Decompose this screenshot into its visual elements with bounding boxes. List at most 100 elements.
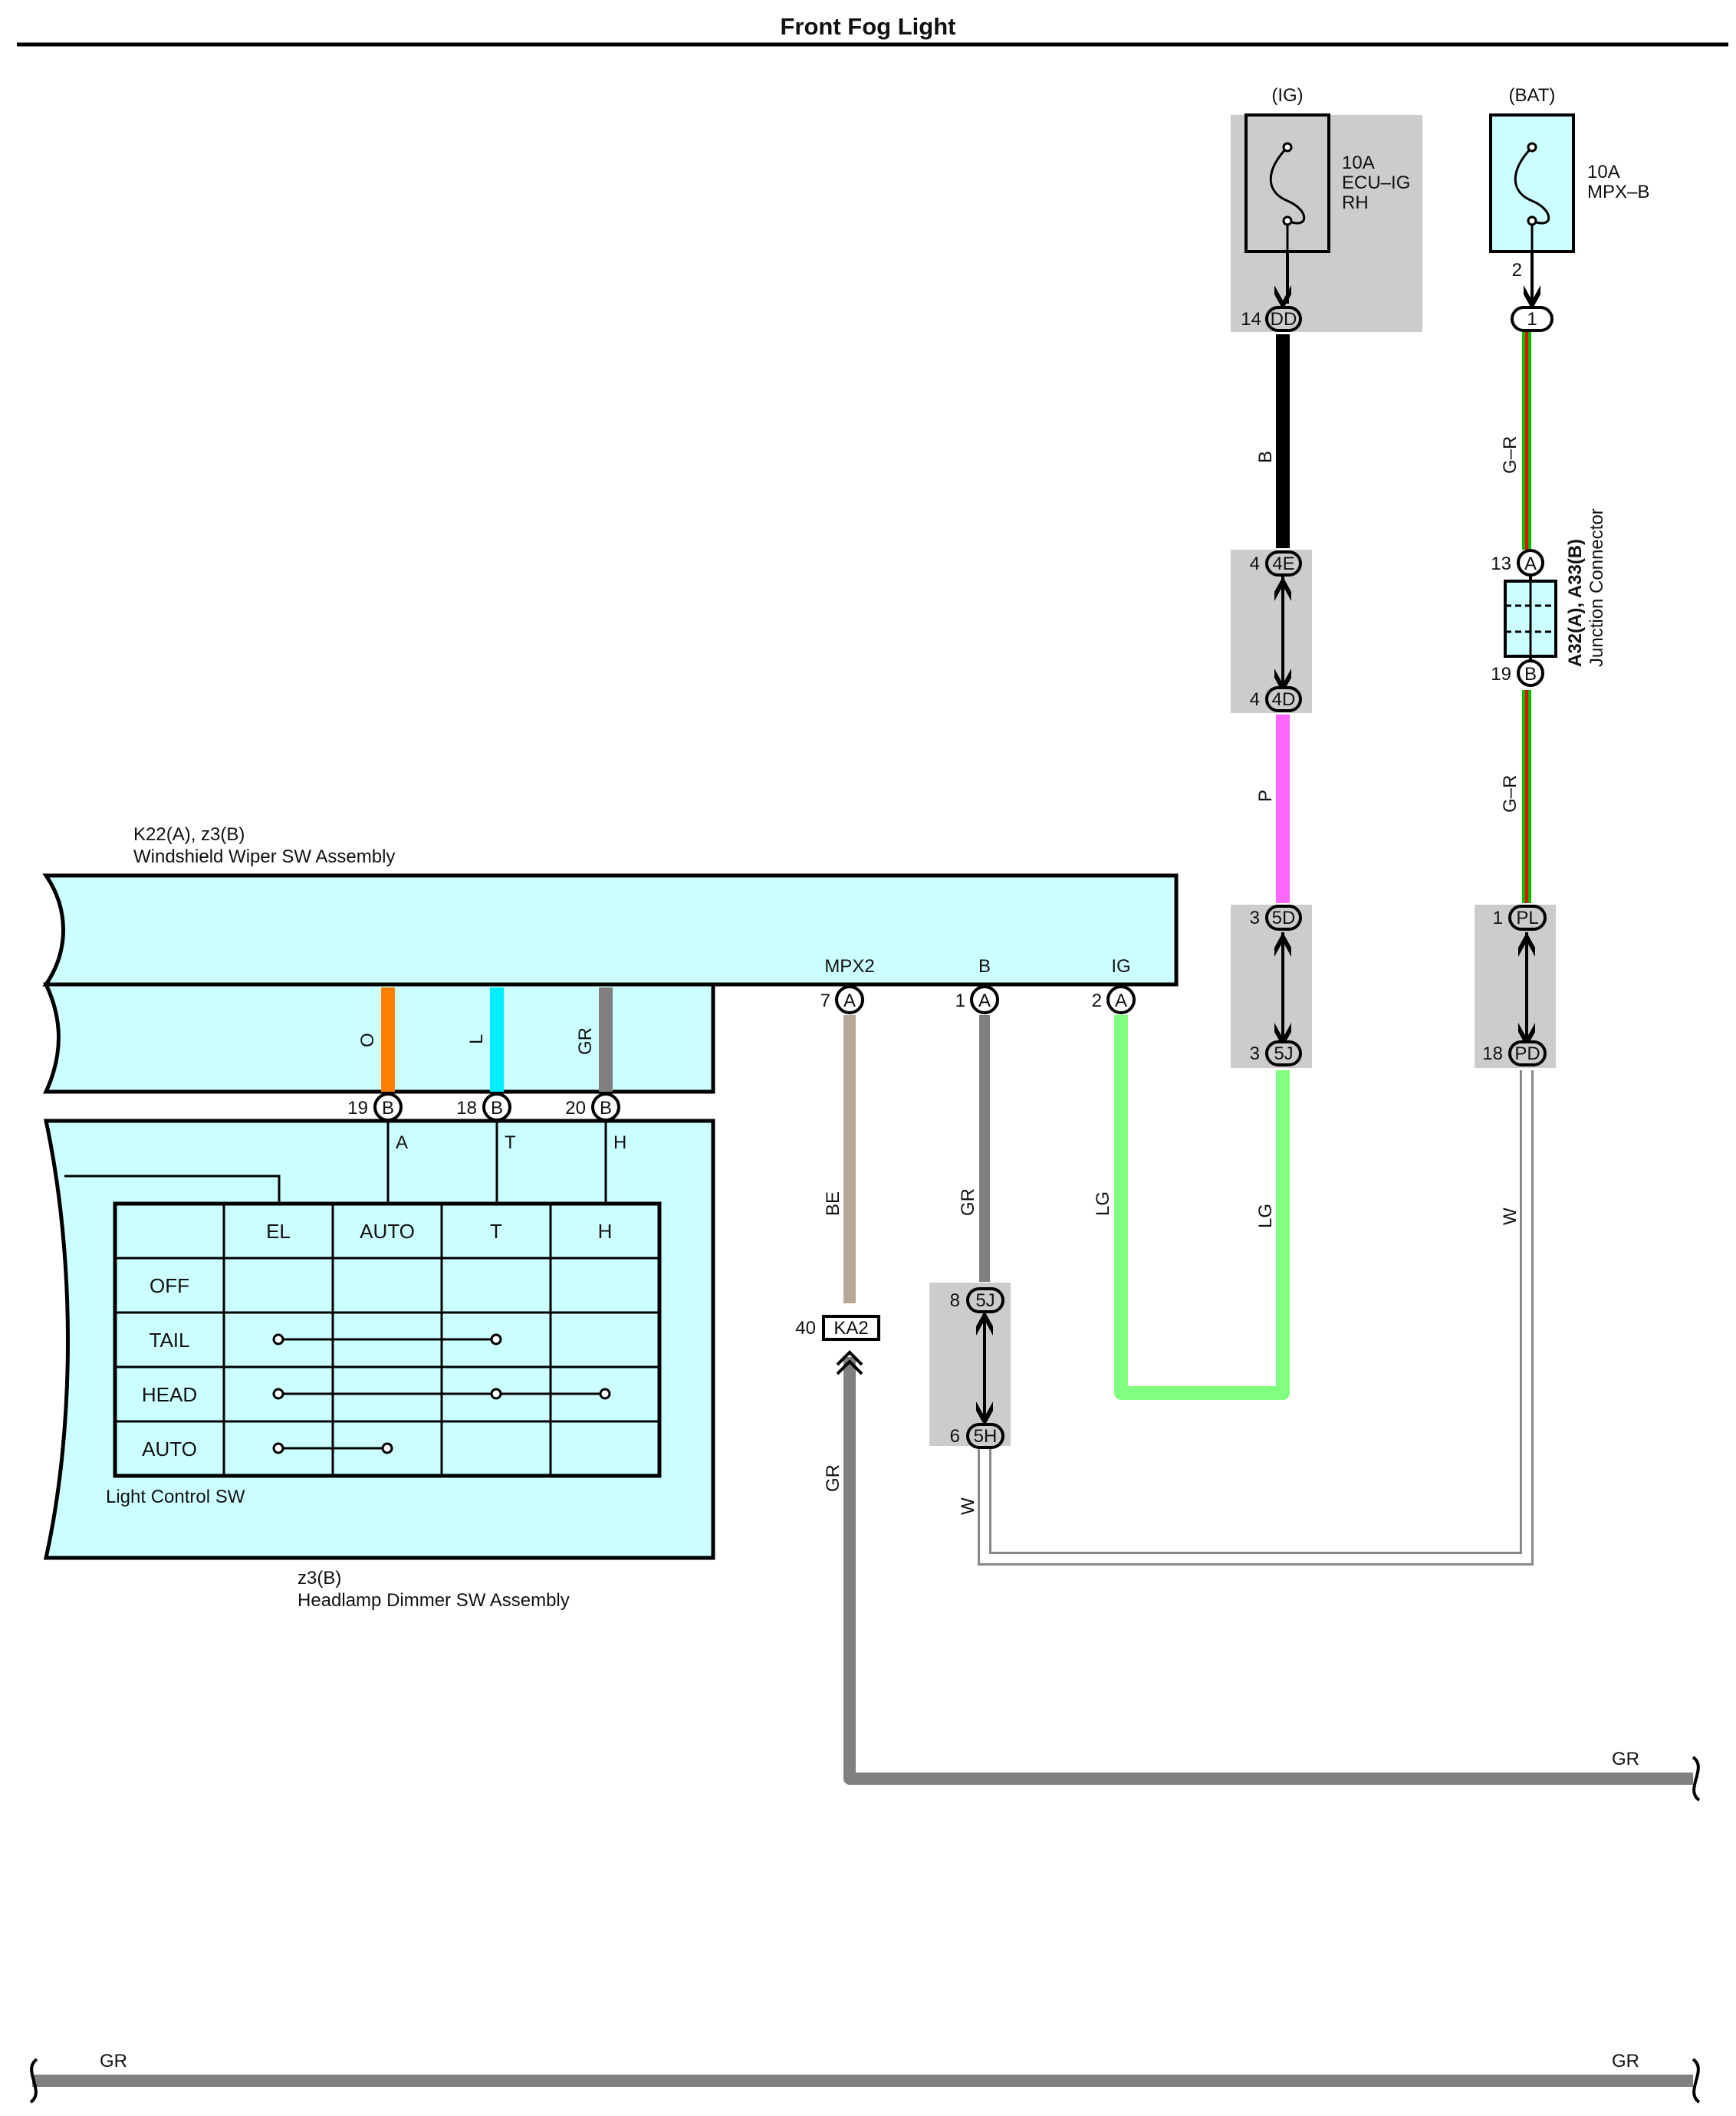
dimmer-leads	[64, 1120, 607, 1204]
fuse-ig-rating: 10A	[1342, 153, 1375, 173]
svg-text:1: 1	[1527, 309, 1537, 330]
fuse-bat-source: (BAT)	[1509, 85, 1556, 106]
switch-col-t: T	[490, 1220, 502, 1243]
wire-gray-gr-ka2	[843, 1357, 1693, 1785]
connector-ig-a: A	[1106, 985, 1136, 1014]
shade-4e-4d	[1231, 550, 1312, 713]
dimmer-terminal-t: T	[505, 1132, 516, 1153]
dimmer-terminal-h: H	[613, 1132, 626, 1153]
label-wire-gr-mid: G–R	[1500, 775, 1521, 813]
connector-1: 1	[1511, 306, 1554, 332]
switch-row-auto: AUTO	[142, 1438, 197, 1460]
junction-name: A32(A), A33(B)	[1565, 539, 1586, 667]
svg-text:A: A	[1524, 554, 1537, 574]
svg-text:KA2: KA2	[833, 1318, 868, 1339]
connector-4d: 4D	[1265, 686, 1302, 712]
fuse-ecu-ig-rh	[1244, 113, 1330, 253]
connector-b-18: B	[482, 1092, 511, 1122]
fuse-ig-name2: RH	[1342, 192, 1369, 213]
svg-text:4D: 4D	[1272, 689, 1296, 710]
connector-b-20: B	[591, 1092, 620, 1122]
connector-pd: PD	[1508, 1040, 1547, 1066]
connector-4e: 4E	[1265, 550, 1302, 577]
svg-text:DD: DD	[1271, 309, 1297, 330]
label-wire-lg-left: LG	[1093, 1191, 1113, 1216]
connector-b-20-pin: 20	[565, 1098, 586, 1119]
connector-junction-a: A	[1517, 549, 1544, 577]
switch-row-head: HEAD	[142, 1383, 197, 1406]
wiper-name: Windshield Wiper SW Assembly	[133, 846, 395, 867]
connector-ka2: KA2	[822, 1315, 880, 1341]
svg-text:A: A	[843, 991, 856, 1011]
connector-b-pin: 1	[955, 991, 965, 1011]
label-wire-gr-bottom-left: GR	[100, 2051, 127, 2072]
connector-mpx2-a: A	[835, 985, 864, 1014]
svg-text:B: B	[491, 1098, 503, 1119]
wiper-terminal-ig: IG	[1111, 956, 1130, 977]
label-wire-w-right: W	[1500, 1208, 1521, 1225]
fuse-bat-rating: 10A	[1587, 162, 1620, 182]
svg-text:5D: 5D	[1272, 908, 1296, 928]
svg-text:4E: 4E	[1272, 554, 1294, 574]
connector-junction-a-pin: 13	[1491, 554, 1511, 574]
connector-ig-pin: 2	[1092, 991, 1102, 1011]
connector-5d: 5D	[1265, 905, 1302, 931]
connector-4e-pin: 4	[1250, 554, 1260, 574]
wiper-terminal-mpx2: MPX2	[824, 956, 874, 977]
ka2-double-chevron	[836, 1350, 863, 1375]
svg-text:PD: PD	[1514, 1043, 1540, 1064]
connector-5h: 5H	[966, 1423, 1004, 1449]
switch-col-h: H	[598, 1220, 613, 1243]
wiper-terminal-b: B	[978, 956, 991, 977]
dimmer-terminal-a: A	[396, 1132, 408, 1153]
fuse-ig-name1: ECU–IG	[1342, 172, 1410, 193]
connector-b-19: B	[373, 1092, 403, 1122]
connector-5j-top-pin: 3	[1250, 1043, 1260, 1064]
fuse-bat-name1: MPX–B	[1587, 182, 1649, 202]
label-wire-gr-b: GR	[958, 1188, 978, 1216]
connector-junction-b: B	[1517, 659, 1544, 687]
svg-text:A: A	[978, 991, 991, 1011]
connector-5d-pin: 3	[1250, 908, 1260, 928]
label-wire-b: B	[1255, 451, 1276, 463]
label-wire-o: O	[357, 1033, 378, 1047]
connector-5j-low: 5J	[966, 1287, 1004, 1313]
connector-pl-pin: 1	[1493, 908, 1503, 928]
switch-col-el: EL	[266, 1220, 291, 1243]
wiper-assembly-lower	[43, 982, 715, 1094]
connector-mpx2-pin: 7	[820, 991, 830, 1011]
switch-label: Light Control SW	[106, 1487, 245, 1507]
connector-pl: PL	[1508, 905, 1547, 931]
page-title: Front Fog Light	[781, 13, 956, 40]
junction-connector-body	[1504, 575, 1557, 661]
switch-col-auto: AUTO	[360, 1220, 415, 1243]
connector-b-19-pin: 19	[347, 1098, 368, 1119]
shade-pl-pd	[1475, 905, 1556, 1068]
svg-text:B: B	[1524, 664, 1537, 685]
junction-desc: Junction Connector	[1586, 508, 1607, 667]
wiper-assembly-top	[42, 873, 1179, 987]
connector-b-a: A	[970, 985, 999, 1014]
connector-b-18-pin: 18	[456, 1098, 477, 1119]
svg-text:A: A	[1115, 991, 1127, 1011]
svg-text:5H: 5H	[974, 1426, 998, 1447]
wiper-code: K22(A), z3(B)	[133, 824, 245, 845]
wire-white-w	[980, 1070, 1531, 1563]
connector-ka2-pin: 40	[795, 1318, 816, 1339]
label-wire-gr-end: GR	[1612, 1749, 1639, 1769]
connector-5h-pin: 6	[950, 1426, 960, 1447]
fuse-ig-source: (IG)	[1271, 85, 1303, 106]
switch-row-tail: TAIL	[150, 1329, 190, 1352]
svg-text:5J: 5J	[975, 1290, 995, 1311]
label-wire-w-bottom: W	[958, 1497, 978, 1515]
fuse-mpx-b	[1489, 113, 1575, 253]
svg-text:PL: PL	[1516, 908, 1538, 928]
dimmer-code: z3(B)	[298, 1568, 341, 1589]
connector-pd-pin: 18	[1482, 1043, 1503, 1064]
connector-dd-pin: 14	[1241, 309, 1261, 330]
label-wire-lg-right: LG	[1255, 1204, 1276, 1228]
svg-text:5J: 5J	[1274, 1043, 1293, 1064]
label-wire-gr-ka2: GR	[823, 1464, 843, 1492]
connector-5j-top: 5J	[1265, 1040, 1302, 1066]
dimmer-name: Headlamp Dimmer SW Assembly	[298, 1590, 570, 1611]
